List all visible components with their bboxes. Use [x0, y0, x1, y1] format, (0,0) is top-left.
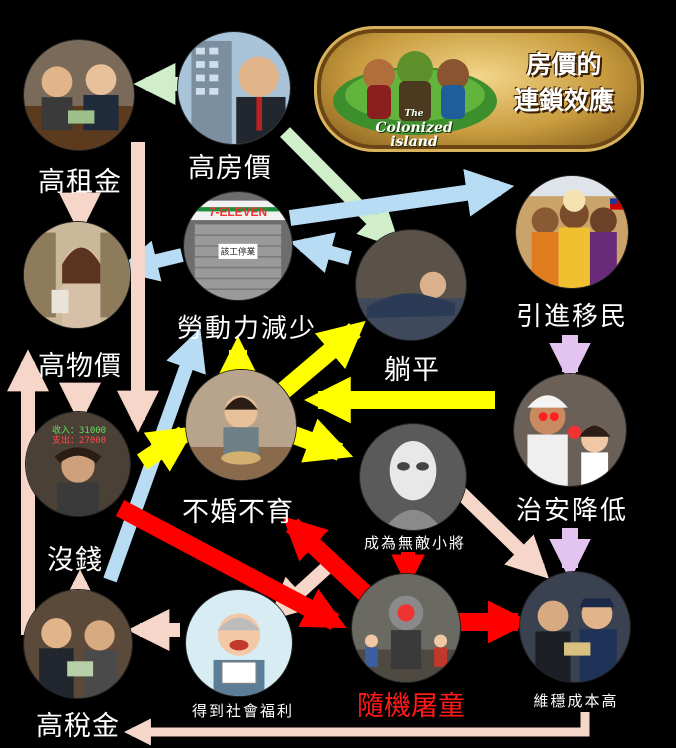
arrow-invincible-to-stability: [455, 486, 550, 579]
arrow-no-money-to-killing: [115, 500, 347, 630]
label-stability-cost: 維穩成本高: [533, 692, 619, 710]
no-money-illustration: [26, 412, 130, 516]
colonized-island-logo: [333, 51, 497, 135]
arrow-house-to-lying-flat: [280, 127, 401, 249]
arrow-nomarriage-to-lying-flat: [276, 320, 366, 399]
label-social-welfare: 得到社會福利: [191, 702, 294, 720]
arrow-labor-to-immigrants: [288, 168, 515, 226]
high-house-price-illustration: [178, 32, 290, 144]
arrow-lying-flat-to-labor: [289, 232, 352, 273]
no-marriage-illustration: [186, 370, 296, 480]
label-no-money: 沒錢: [47, 545, 103, 576]
label-high-rent: 高租金: [38, 167, 122, 198]
label-no-marriage: 不婚不育: [182, 497, 294, 528]
svg-text:該工停業: 該工停業: [221, 246, 256, 258]
title-banner: The Colonized island 房價的 連鎖效應: [314, 26, 644, 152]
labor-decrease-illustration: 7-ELEVEN 該工停業: [184, 192, 292, 300]
svg-text:7-ELEVEN: 7-ELEVEN: [209, 205, 267, 219]
label-lying-flat: 躺平: [384, 355, 440, 386]
high-tax-illustration: [24, 590, 132, 698]
high-prices-illustration: [24, 222, 130, 328]
invincible-kid-illustration: [360, 424, 466, 530]
label-high-tax: 高稅金: [36, 711, 120, 742]
arrow-killing-to-nomarriage: [282, 516, 379, 607]
colonized-island-text: The Colonized island: [375, 109, 453, 150]
label-random-killing: 隨機屠童: [357, 691, 465, 722]
label-high-house-price: 高房價: [188, 153, 272, 184]
label-import-immigrants: 引進移民: [515, 302, 628, 332]
label-security-decline: 治安降低: [515, 496, 628, 526]
label-high-prices: 高物價: [38, 351, 122, 382]
banner-title: 房價的 連鎖效應: [513, 50, 614, 115]
label-invincible-kid: 成為無敵小將: [363, 534, 466, 552]
immigrants-illustration: [516, 176, 628, 288]
stability-cost-illustration: [520, 572, 630, 682]
arrow-no-money-to-nomarriage: [137, 426, 196, 472]
expense-text: 支出：27000: [52, 436, 107, 446]
security-decline-illustration: [514, 374, 626, 486]
income-text: 收入：31000: [52, 426, 107, 436]
social-welfare-illustration: [186, 590, 292, 696]
random-killing-illustration: [352, 574, 460, 682]
high-rent-illustration: [24, 40, 134, 150]
arrow-stability-to-tax: [123, 712, 590, 746]
lying-flat-illustration: [356, 230, 466, 340]
label-labor-decrease: 勞動力減少: [176, 314, 317, 344]
